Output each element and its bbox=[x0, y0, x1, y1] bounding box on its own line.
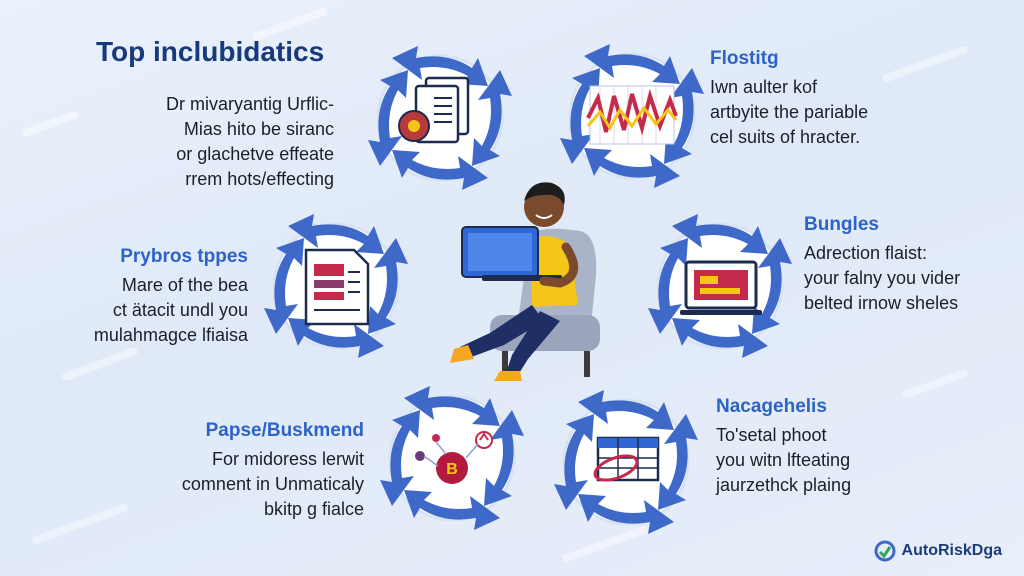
document-gear-icon bbox=[366, 44, 514, 192]
text-block-mid-right: Bungles Adrection flaist: your falny you… bbox=[804, 212, 960, 316]
block-heading: Papse/Buskmend bbox=[205, 420, 364, 441]
text-line: Iwn aulter kof bbox=[710, 77, 818, 97]
text-line: rrem hots/effecting bbox=[185, 169, 334, 189]
text-line: Dr mivaryantig Urflic- bbox=[165, 94, 334, 114]
cycle-mid-right bbox=[640, 206, 800, 366]
brand-logo: AutoRiskDga bbox=[874, 540, 1002, 562]
block-heading: Nacagehelis bbox=[716, 396, 827, 417]
cycle-mid-left bbox=[256, 206, 416, 366]
cycle-top-left bbox=[360, 38, 520, 198]
page-title: Top inclubidatics bbox=[96, 36, 325, 67]
text-line: belted irnow sheles bbox=[804, 293, 959, 313]
block-heading: Flostitg bbox=[710, 48, 779, 69]
table-link-icon bbox=[552, 388, 700, 536]
text-line: bkitp g fialce bbox=[263, 499, 364, 519]
text-line: mulahmagce lfiaisa bbox=[93, 325, 248, 345]
text-line: comnent in Unmaticaly bbox=[181, 474, 364, 494]
text-line: Adrection flaist: bbox=[804, 243, 928, 263]
text-line: cel suits of hracter. bbox=[710, 127, 861, 147]
laptop-dashboard-icon bbox=[646, 212, 794, 360]
report-document-icon bbox=[262, 212, 410, 360]
cycle-bottom-right bbox=[546, 382, 706, 542]
text-block-mid-left: Prybros tppes Mare of the bea ct ätacit … bbox=[94, 244, 248, 348]
text-line: To'setal phoot bbox=[716, 425, 827, 445]
text-line: Mias hito be siranc bbox=[183, 119, 334, 139]
text-block-bottom-left: Papse/Buskmend For midoress lerwit comne… bbox=[182, 418, 364, 522]
wave-chart-icon bbox=[558, 42, 706, 190]
brand-mark-icon bbox=[874, 540, 896, 562]
cycle-top-right bbox=[552, 36, 712, 196]
text-line: jaurzethck plaing bbox=[716, 475, 852, 495]
cycle-bottom-left: B bbox=[372, 378, 532, 538]
text-line: or glachetve effeate bbox=[176, 144, 334, 164]
brand-name: AutoRiskDga bbox=[901, 542, 1002, 559]
text-line: your falny you vider bbox=[804, 268, 961, 288]
text-block-bottom-right: Nacagehelis To'setal phoot you witn lfte… bbox=[716, 394, 851, 498]
text-block-top-right: Flostitg Iwn aulter kof artbyite the par… bbox=[710, 46, 868, 150]
coin-network-icon: B bbox=[378, 384, 526, 532]
text-line: ct ätacit undl you bbox=[112, 300, 248, 320]
text-line: Mare of the bea bbox=[121, 275, 248, 295]
text-line: you witn lfteating bbox=[716, 450, 851, 470]
svg-text:B: B bbox=[446, 461, 458, 478]
block-heading: Bungles bbox=[804, 214, 879, 235]
text-block-top-left: Dr mivaryantig Urflic- Mias hito be sira… bbox=[166, 92, 334, 192]
text-line: artbyite the pariable bbox=[710, 102, 869, 122]
text-line: For midoress lerwit bbox=[211, 449, 364, 469]
block-heading: Prybros tppes bbox=[120, 246, 248, 267]
person-illustration bbox=[420, 165, 620, 390]
